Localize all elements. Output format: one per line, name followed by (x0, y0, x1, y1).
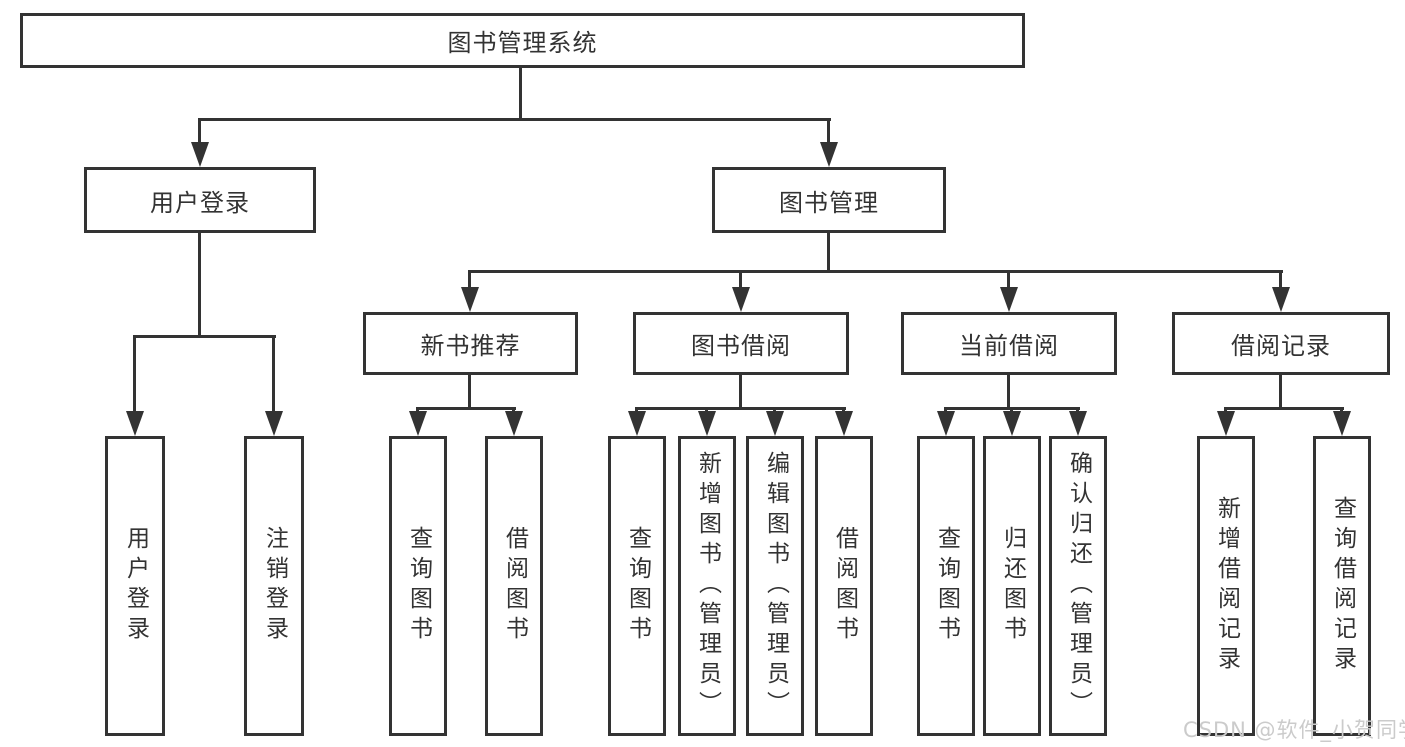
leaf-label: 查询图书 (933, 526, 960, 646)
leaf-label: 新增图书（管理员） (694, 451, 721, 721)
arrow-down-icon (126, 411, 144, 436)
arrow-down-icon (1217, 411, 1235, 436)
node-label: 新书推荐 (420, 332, 521, 360)
connector-stem (739, 270, 742, 290)
arrow-down-icon (1000, 287, 1018, 312)
arrow-down-icon (1003, 411, 1021, 436)
leaf-newbook-borrow-books: 借阅图书 (485, 436, 543, 736)
connector-stem (468, 270, 471, 290)
leaf-label: 确认归还（管理员） (1065, 451, 1092, 721)
connector-drop (1007, 375, 1010, 407)
leaf-label: 借阅图书 (501, 526, 528, 646)
leaf-label: 查询图书 (624, 526, 651, 646)
arrow-down-icon (505, 411, 523, 436)
connector-drop (468, 375, 471, 407)
connector-stem (773, 407, 776, 414)
leaf-newbook-query-books: 查询图书 (389, 436, 447, 736)
connector-bookmgmt-drop (827, 233, 830, 270)
leaf-borrow-edit-books-admin: 编辑图书（管理员） (746, 436, 804, 736)
node-label: 图书借阅 (691, 332, 791, 360)
leaf-borrow-add-books-admin: 新增图书（管理员） (678, 436, 736, 736)
connector-stem (198, 118, 201, 145)
leaf-label: 归还图书 (999, 526, 1026, 646)
node-user-login: 用户登录 (84, 167, 316, 233)
leaf-label: 查询图书 (405, 526, 432, 646)
node-library-system-root: 图书管理系统 (20, 13, 1025, 68)
connector-userlogin-bar (133, 335, 276, 338)
node-book-borrowing: 图书借阅 (633, 312, 849, 375)
leaf-borrow-query-books: 查询图书 (608, 436, 666, 736)
leaf-records-add-record: 新增借阅记录 (1197, 436, 1255, 736)
leaf-user-login: 用户登录 (105, 436, 165, 736)
leaf-label: 查询借阅记录 (1329, 496, 1356, 676)
connector-stem (705, 407, 708, 414)
arrow-down-icon (835, 411, 853, 436)
node-new-book-recommend: 新书推荐 (363, 312, 578, 375)
arrow-down-icon (265, 411, 283, 436)
node-label: 图书管理 (779, 188, 879, 217)
leaf-label: 注销登录 (261, 526, 288, 646)
connector-stem (1076, 407, 1079, 414)
csdn-watermark: CSDN @软件_小贺同学 (1183, 718, 1405, 742)
arrow-down-icon (820, 142, 838, 167)
connector-stem (1010, 407, 1013, 414)
connector-stem (827, 118, 830, 145)
leaf-current-confirm-return-admin: 确认归还（管理员） (1049, 436, 1107, 736)
connector-stem (1279, 270, 1282, 290)
connector-stem (842, 407, 845, 414)
leaf-records-query-record: 查询借阅记录 (1313, 436, 1371, 736)
arrow-down-icon (409, 411, 427, 436)
arrow-down-icon (698, 411, 716, 436)
arrow-down-icon (1333, 411, 1351, 436)
node-label: 当前借阅 (959, 332, 1059, 360)
connector-drop (739, 375, 742, 407)
connector-level2-bar (468, 270, 1283, 273)
connector-stem (1224, 407, 1227, 414)
leaf-current-return-books: 归还图书 (983, 436, 1041, 736)
leaf-borrow-borrow-books: 借阅图书 (815, 436, 873, 736)
connector-level1-bar (198, 118, 831, 121)
arrow-down-icon (461, 287, 479, 312)
connector-stem (512, 407, 515, 414)
arrow-down-icon (191, 142, 209, 167)
arrow-down-icon (937, 411, 955, 436)
connector-stem (944, 407, 947, 414)
leaf-label: 用户登录 (122, 526, 149, 646)
leaf-label: 新增借阅记录 (1213, 496, 1240, 676)
connector-userlogin-drop (198, 233, 201, 335)
leaf-label: 编辑图书（管理员） (762, 451, 789, 721)
node-label: 用户登录 (150, 188, 250, 217)
connector-group-bar (635, 407, 846, 410)
node-label: 图书管理系统 (447, 29, 598, 57)
connector-group-bar (416, 407, 516, 410)
connector-drop (1279, 375, 1282, 407)
leaf-logout: 注销登录 (244, 436, 304, 736)
connector-stem (272, 335, 275, 413)
connector-stem (133, 335, 136, 413)
connector-group-bar (1224, 407, 1344, 410)
arrow-down-icon (732, 287, 750, 312)
leaf-current-query-books: 查询图书 (917, 436, 975, 736)
connector-stem (635, 407, 638, 414)
node-borrowing-records: 借阅记录 (1172, 312, 1390, 375)
arrow-down-icon (766, 411, 784, 436)
arrow-down-icon (1272, 287, 1290, 312)
arrow-down-icon (1069, 411, 1087, 436)
connector-stem (416, 407, 419, 414)
connector-stem (1007, 270, 1010, 290)
leaf-label: 借阅图书 (831, 526, 858, 646)
connector-stem (1340, 407, 1343, 414)
arrow-down-icon (628, 411, 646, 436)
connector-root-drop (519, 68, 522, 121)
node-current-borrowing: 当前借阅 (901, 312, 1117, 375)
node-book-management: 图书管理 (712, 167, 946, 233)
node-label: 借阅记录 (1231, 332, 1331, 360)
